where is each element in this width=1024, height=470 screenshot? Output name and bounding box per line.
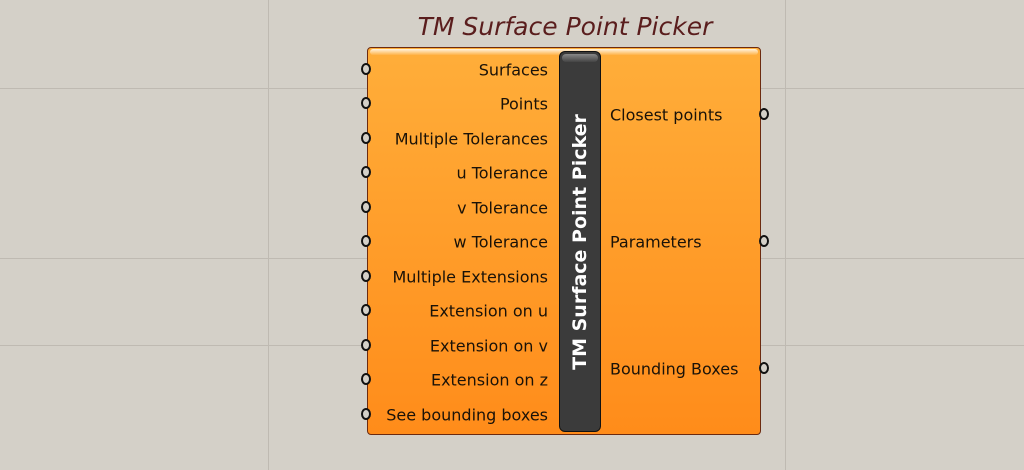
input-param[interactable]: Extension on u [429, 301, 548, 321]
output-param[interactable]: Parameters [610, 232, 702, 252]
input-grip[interactable] [361, 132, 371, 144]
input-param[interactable]: Extension on z [430, 370, 548, 390]
output-grip[interactable] [759, 235, 769, 247]
grid-line [785, 0, 786, 470]
output-param[interactable]: Bounding Boxes [610, 359, 739, 379]
component-nickname: TM Surface Point Picker [569, 113, 591, 370]
input-param[interactable]: Multiple Extensions [392, 267, 548, 287]
input-param[interactable]: See bounding boxes [386, 405, 548, 425]
output-param[interactable]: Closest points [610, 105, 723, 125]
component-nickname-bar[interactable]: TM Surface Point Picker [559, 51, 601, 432]
input-param[interactable]: w Tolerance [453, 232, 548, 252]
component-title: TM Surface Point Picker [417, 12, 713, 41]
input-param[interactable]: u Tolerance [456, 163, 548, 183]
input-grip[interactable] [361, 63, 371, 75]
input-param[interactable]: Points [499, 94, 548, 114]
input-param[interactable]: Multiple Tolerances [394, 129, 548, 149]
input-grip[interactable] [361, 235, 371, 247]
input-grip[interactable] [361, 270, 371, 282]
output-grip[interactable] [759, 362, 769, 374]
input-grip[interactable] [361, 201, 371, 213]
output-grip[interactable] [759, 108, 769, 120]
input-param[interactable]: v Tolerance [457, 198, 548, 218]
input-grip[interactable] [361, 304, 371, 316]
input-grip[interactable] [361, 408, 371, 420]
grid-line [268, 0, 269, 470]
input-grip[interactable] [361, 373, 371, 385]
input-param[interactable]: Extension on v [429, 336, 548, 356]
input-grip[interactable] [361, 97, 371, 109]
input-param[interactable]: Surfaces [478, 60, 548, 80]
input-grip[interactable] [361, 166, 371, 178]
input-grip[interactable] [361, 339, 371, 351]
